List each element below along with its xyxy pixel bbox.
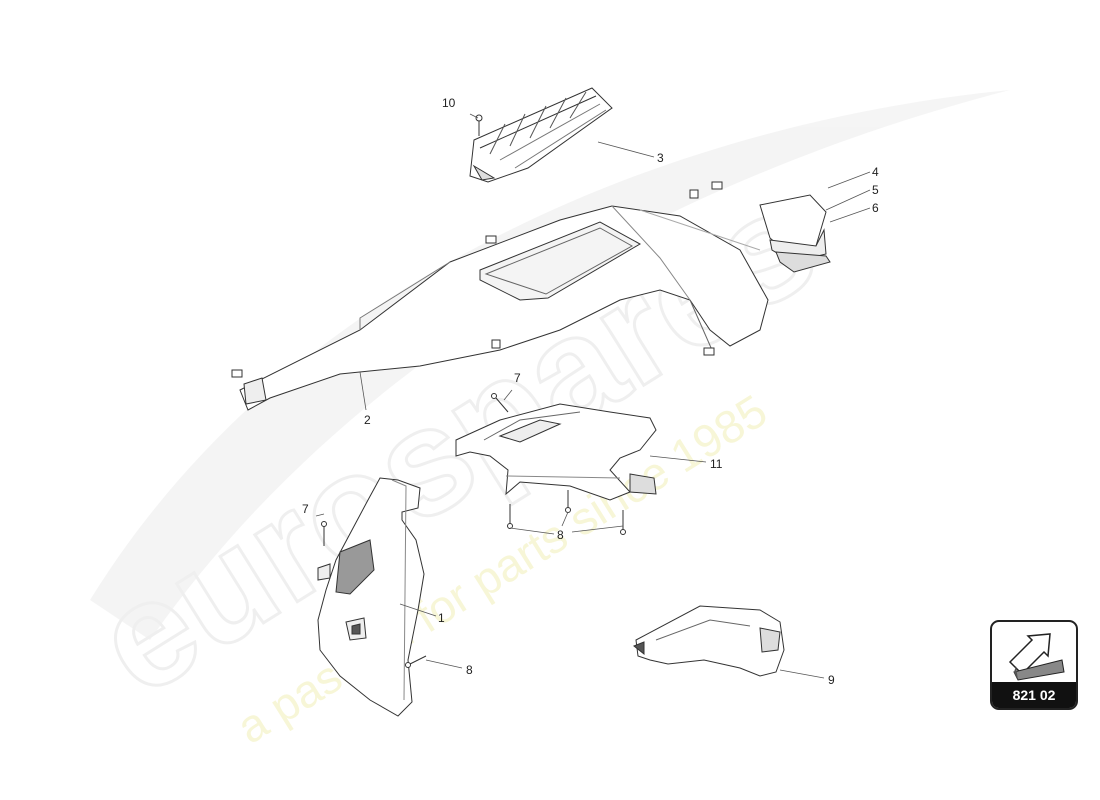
callout-2: 2 xyxy=(364,413,371,427)
part-7-screw-a xyxy=(491,393,509,413)
part-8-screws-group xyxy=(507,490,626,535)
callouts: 10 3 4 5 6 2 7 11 7 8 1 8 9 xyxy=(302,96,879,687)
group-code: 821 02 xyxy=(992,682,1076,708)
group-badge: 821 02 xyxy=(990,620,1078,710)
part-1-liner xyxy=(317,477,425,717)
part-3-vent xyxy=(469,87,613,183)
callout-9: 9 xyxy=(828,673,835,687)
callout-1: 1 xyxy=(438,611,445,625)
part-10-screw xyxy=(475,114,483,136)
part-4-5-6-pads xyxy=(759,194,831,273)
callout-7-upper: 7 xyxy=(514,371,521,385)
callout-7-lower: 7 xyxy=(302,502,309,516)
callout-8-upper: 8 xyxy=(557,528,564,542)
callout-11: 11 xyxy=(710,457,723,471)
watermark-swoosh xyxy=(90,90,1010,640)
callout-5: 5 xyxy=(872,183,879,197)
part-2-clips xyxy=(231,181,723,378)
part-9-duct xyxy=(633,605,785,677)
leader-lines xyxy=(315,113,871,679)
arrow-icon xyxy=(1008,633,1065,681)
part-11-duct xyxy=(455,403,657,501)
part-2-side-panel xyxy=(239,205,769,411)
callout-6: 6 xyxy=(872,201,879,215)
part-8-screw-b xyxy=(405,655,427,668)
callout-3: 3 xyxy=(657,151,664,165)
callout-8-lower: 8 xyxy=(466,663,473,677)
part-7-screw-b xyxy=(321,521,327,546)
callout-10: 10 xyxy=(442,96,456,110)
callout-4: 4 xyxy=(872,165,879,179)
